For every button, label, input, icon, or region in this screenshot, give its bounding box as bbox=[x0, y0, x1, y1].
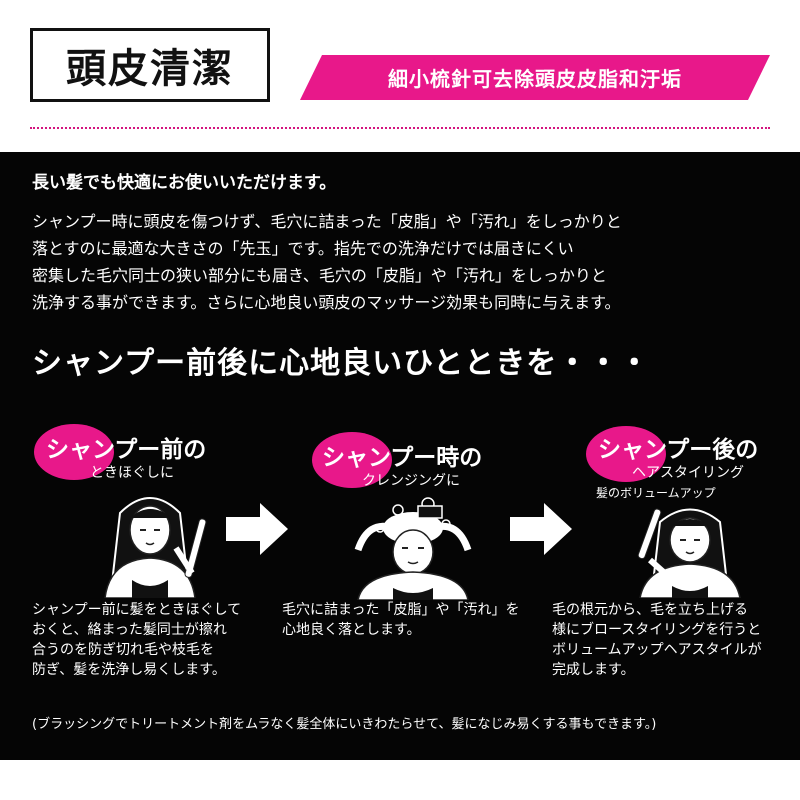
stage-after-description: 毛の根元から、毛を立ち上げる 様にブロースタイリングを行うと ボリュームアップヘ… bbox=[552, 600, 762, 680]
right-arrow-icon bbox=[226, 503, 288, 555]
footnote: (ブラッシングでトリートメント剤をムラなく髪全体にいきわたらせて、髪になじみ易く… bbox=[32, 717, 657, 732]
stage-badge bbox=[586, 426, 666, 482]
stage-title: シャンプー後の bbox=[598, 437, 759, 463]
description-line: 完成します。 bbox=[552, 662, 635, 678]
stage-badge bbox=[34, 424, 114, 480]
banner-text: 細小梳針可去除頭皮皮脂和汙垢 bbox=[388, 67, 682, 91]
stage-subtitle-2: 髪のボリュームアップ bbox=[596, 486, 716, 500]
intro-line-1: シャンプー時に頭皮を傷つけず、毛穴に詰まった「皮脂」や「汚れ」をしっかりと bbox=[32, 212, 622, 231]
description-line: シャンプー前に髪をときほぐして bbox=[32, 602, 242, 618]
stage-after: シャンプー後の ヘアスタイリング 髪のボリュームアップ bbox=[580, 410, 800, 598]
stage-during-description: 毛穴に詰まった「皮脂」や「汚れ」を 心地良く落とします。 bbox=[282, 600, 519, 640]
banner-background bbox=[300, 55, 770, 100]
woman-brushing-illustration bbox=[104, 497, 207, 598]
description-line: 防ぎ、髪を洗浄し易くします。 bbox=[32, 662, 226, 678]
stage-subtitle: クレンジングに bbox=[362, 473, 460, 489]
stage-subtitle: ときほぐしに bbox=[90, 465, 174, 481]
banner: 細小梳針可去除頭皮皮脂和汙垢 bbox=[300, 55, 770, 100]
dotted-divider bbox=[30, 127, 770, 129]
right-arrow-icon bbox=[510, 503, 572, 555]
title-box: 頭皮清潔 bbox=[30, 28, 270, 102]
woman-shampooing-illustration bbox=[354, 497, 472, 600]
stage-subtitle: ヘアスタイリング bbox=[632, 465, 744, 481]
intro-line-3: 密集した毛穴同士の狭い部分にも届き、毛穴の「皮脂」や「汚れ」をしっかりと bbox=[32, 266, 607, 285]
headline: シャンプー前後に心地良いひとときを・・・ bbox=[32, 346, 651, 381]
page-title: 頭皮清潔 bbox=[66, 46, 234, 92]
intro-lead: 長い髪でも快適にお使いいただけます。 bbox=[32, 173, 337, 193]
stage-before-description: シャンプー前に髪をときほぐして おくと、絡まった髪同士が擦れ 合うのを防ぎ切れ毛… bbox=[32, 600, 241, 680]
description-line: 心地良く落とします。 bbox=[282, 622, 421, 638]
intro-line-2: 落とすのに最適な大きさの「先玉」です。指先での洗浄だけでは届きにくい bbox=[32, 239, 574, 258]
stage-before: シャンプー前の ときほぐしに bbox=[20, 410, 280, 598]
stage-title: シャンプー前の bbox=[46, 437, 207, 463]
description-line: 毛の根元から、毛を立ち上げる bbox=[552, 602, 748, 618]
woman-styling-illustration bbox=[637, 508, 741, 598]
description-line: おくと、絡まった髪同士が擦れ bbox=[32, 622, 227, 638]
description-line: ボリュームアップヘアスタイルが bbox=[552, 642, 762, 658]
feature-panel bbox=[0, 152, 800, 760]
stage-badge bbox=[312, 432, 392, 488]
stage-title: シャンプー時の bbox=[322, 445, 483, 471]
stage-during: シャンプー時の クレンジングに bbox=[300, 410, 560, 600]
description-line: 毛穴に詰まった「皮脂」や「汚れ」を bbox=[282, 602, 520, 618]
description-line: 合うのを防ぎ切れ毛や枝毛を bbox=[32, 642, 214, 658]
intro-line-4: 洗浄する事ができます。さらに心地良い頭皮のマッサージ効果も同時に与えます。 bbox=[32, 293, 621, 312]
description-line: 様にブロースタイリングを行うと bbox=[552, 622, 762, 638]
